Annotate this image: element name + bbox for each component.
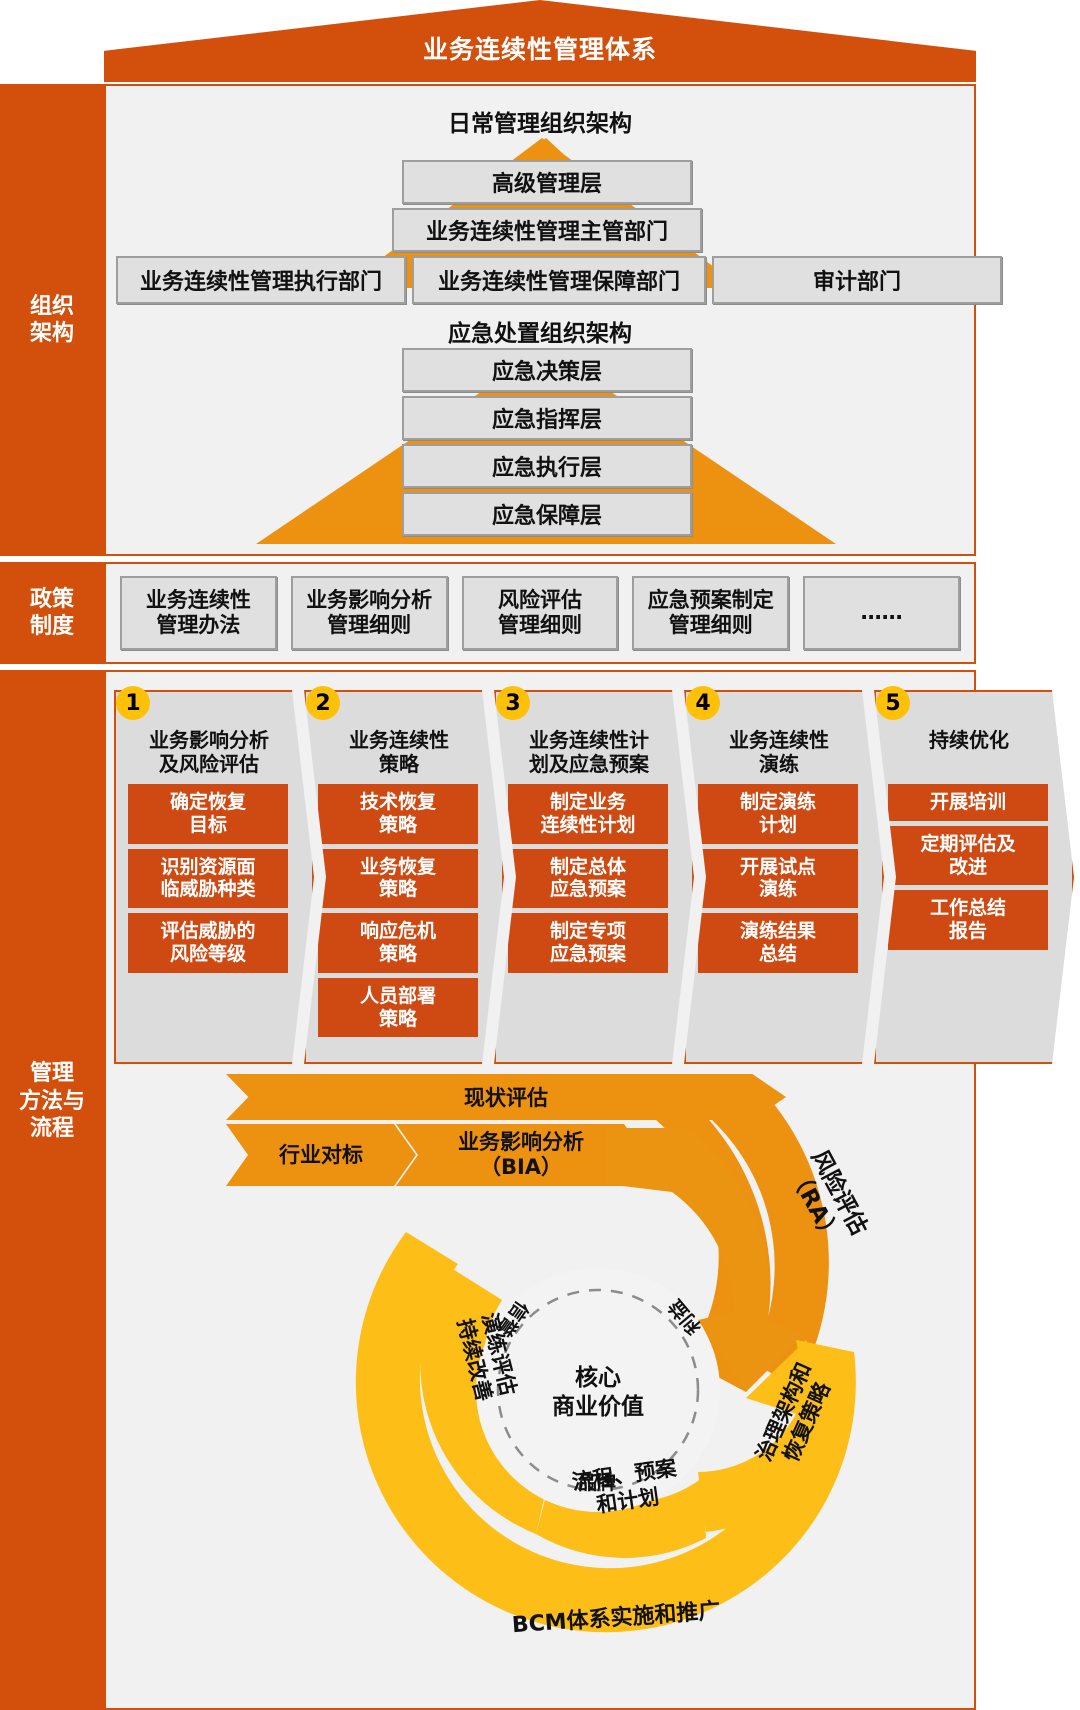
band-organization: 组织架构 日常管理组织架构 高级管理层 业务连续性管理主管部门 业务连续性管理执…	[0, 84, 1002, 556]
process-step-title: 业务连续性计划及应急预案	[529, 728, 649, 777]
process-step-number: 4	[686, 686, 720, 720]
process-step-item[interactable]: 工作总结报告	[888, 890, 1048, 950]
process-step[interactable]: 持续优化开展培训定期评估及改进工作总结报告	[874, 690, 1074, 1064]
policy-item-line1: 风险评估	[497, 587, 582, 612]
flow-arrow-bia: 业务影响分析（BIA）	[396, 1124, 646, 1186]
policy-item-line1: ……	[860, 600, 903, 625]
band-body-organization: 日常管理组织架构 高级管理层 业务连续性管理主管部门 业务连续性管理执行部门业务…	[104, 84, 1002, 556]
process-step-item[interactable]: 业务恢复策略	[318, 849, 478, 909]
process-step-number: 3	[496, 686, 530, 720]
process-step[interactable]: 业务连续性计划及应急预案制定业务连续性计划制定总体应急预案制定专项应急预案	[494, 690, 694, 1064]
process-step-title: 业务连续性策略	[349, 728, 449, 777]
policy-item-line1: 应急预案制定	[647, 587, 774, 612]
band-method: 管理方法与流程 业务影响分析及风险评估确定恢复目标识别资源面临威胁种类评估威胁的…	[0, 670, 976, 1710]
emergency-level-box: 应急执行层	[402, 444, 692, 488]
daily-level1-box: 高级管理层	[402, 160, 692, 204]
process-step-title: 业务连续性演练	[729, 728, 829, 777]
process-step-item[interactable]: 演练结果总结	[698, 913, 858, 973]
process-step-item[interactable]: 识别资源面临威胁种类	[128, 849, 288, 909]
policy-item-line1: 业务连续性	[145, 587, 251, 612]
policy-item-line2: 管理细则	[497, 613, 582, 637]
process-step-item[interactable]: 开展试点演练	[698, 849, 858, 909]
daily-level3-box: 业务连续性管理执行部门	[116, 256, 406, 304]
process-step-number: 5	[876, 686, 910, 720]
policy-item: 风险评估管理细则	[461, 576, 619, 650]
emergency-level-box: 应急指挥层	[402, 396, 692, 440]
band-body-policy: 业务连续性管理办法业务影响分析管理细则风险评估管理细则应急预案制定管理细则……	[104, 562, 976, 664]
process-step-items: 制定演练计划开展试点演练演练结果总结	[698, 784, 858, 973]
flow-arrow-benchmark: 行业对标	[226, 1124, 416, 1186]
daily-level2-box: 业务连续性管理主管部门	[392, 208, 702, 252]
process-step[interactable]: 业务影响分析及风险评估确定恢复目标识别资源面临威胁种类评估威胁的风险等级	[114, 690, 314, 1064]
process-step-item[interactable]: 技术恢复策略	[318, 784, 478, 844]
process-step-items: 制定业务连续性计划制定总体应急预案制定专项应急预案	[508, 784, 668, 973]
daily-level3-box: 审计部门	[712, 256, 1002, 304]
emergency-level-box: 应急决策层	[402, 348, 692, 392]
process-step-title: 持续优化	[929, 728, 1009, 752]
process-step[interactable]: 业务连续性策略技术恢复策略业务恢复策略响应危机策略人员部署策略	[304, 690, 504, 1064]
process-step-item[interactable]: 响应危机策略	[318, 913, 478, 973]
policy-item-line2: 管理办法	[156, 613, 241, 637]
core-value-label: 核心商业价值	[552, 1365, 644, 1420]
band-label-method: 管理方法与流程	[0, 670, 104, 1710]
process-step-item[interactable]: 确定恢复目标	[128, 784, 288, 844]
core-ring-label-brand: 品牌	[577, 1472, 616, 1494]
process-step-item[interactable]: 开展培训	[888, 784, 1048, 821]
policy-items-row: 业务连续性管理办法业务影响分析管理细则风险评估管理细则应急预案制定管理细则……	[120, 576, 960, 650]
daily-level1-row: 高级管理层	[402, 160, 692, 204]
process-step-items: 开展培训定期评估及改进工作总结报告	[888, 784, 1048, 950]
process-step-item[interactable]: 制定业务连续性计划	[508, 784, 668, 844]
daily-level3-box: 业务连续性管理保障部门	[412, 256, 706, 304]
process-step-items: 确定恢复目标识别资源面临威胁种类评估威胁的风险等级	[128, 784, 288, 973]
process-step-title: 业务影响分析及风险评估	[149, 728, 269, 777]
page-title: 业务连续性管理体系	[422, 35, 657, 64]
process-steps: 业务影响分析及风险评估确定恢复目标识别资源面临威胁种类评估威胁的风险等级 1 业务连…	[114, 686, 1064, 1060]
band-label-organization: 组织架构	[0, 84, 104, 556]
spiral-diagram	[355, 1074, 856, 1633]
policy-item: 业务连续性管理办法	[120, 576, 277, 650]
daily-level3-row: 业务连续性管理执行部门业务连续性管理保障部门审计部门	[116, 256, 1002, 304]
process-step-item[interactable]: 评估威胁的风险等级	[128, 913, 288, 973]
roof-header: 业务连续性管理体系	[104, 0, 976, 82]
process-step-number: 1	[116, 686, 150, 720]
flow-arrow-row: 行业对标 业务影响分析（BIA）	[226, 1124, 626, 1186]
policy-item: 业务影响分析管理细则	[290, 576, 448, 650]
policy-item: 应急预案制定管理细则	[632, 576, 790, 650]
policy-item-line2: 管理细则	[327, 613, 412, 637]
process-step-items: 技术恢复策略业务恢复策略响应危机策略人员部署策略	[318, 784, 478, 1037]
process-step-item[interactable]: 制定总体应急预案	[508, 849, 668, 909]
process-step-item[interactable]: 制定专项应急预案	[508, 913, 668, 973]
daily-org-title: 日常管理组织架构	[448, 111, 632, 137]
band-label-policy: 政策制度	[0, 562, 104, 664]
emergency-level-box: 应急保障层	[402, 492, 692, 536]
process-step-item[interactable]: 制定演练计划	[698, 784, 858, 844]
daily-level2-row: 业务连续性管理主管部门	[392, 208, 702, 252]
emergency-org-title: 应急处置组织架构	[448, 321, 632, 347]
process-step-number: 2	[306, 686, 340, 720]
process-step-item[interactable]: 人员部署策略	[318, 978, 478, 1038]
process-step-item[interactable]: 定期评估及改进	[888, 826, 1048, 886]
policy-item-line2: 管理细则	[668, 613, 753, 637]
policy-item: ……	[803, 576, 960, 650]
band-policy: 政策制度 业务连续性管理办法业务影响分析管理细则风险评估管理细则应急预案制定管理…	[0, 562, 976, 664]
policy-item-line1: 业务影响分析	[306, 587, 433, 612]
process-step[interactable]: 业务连续性演练制定演练计划开展试点演练演练结果总结	[684, 690, 884, 1064]
